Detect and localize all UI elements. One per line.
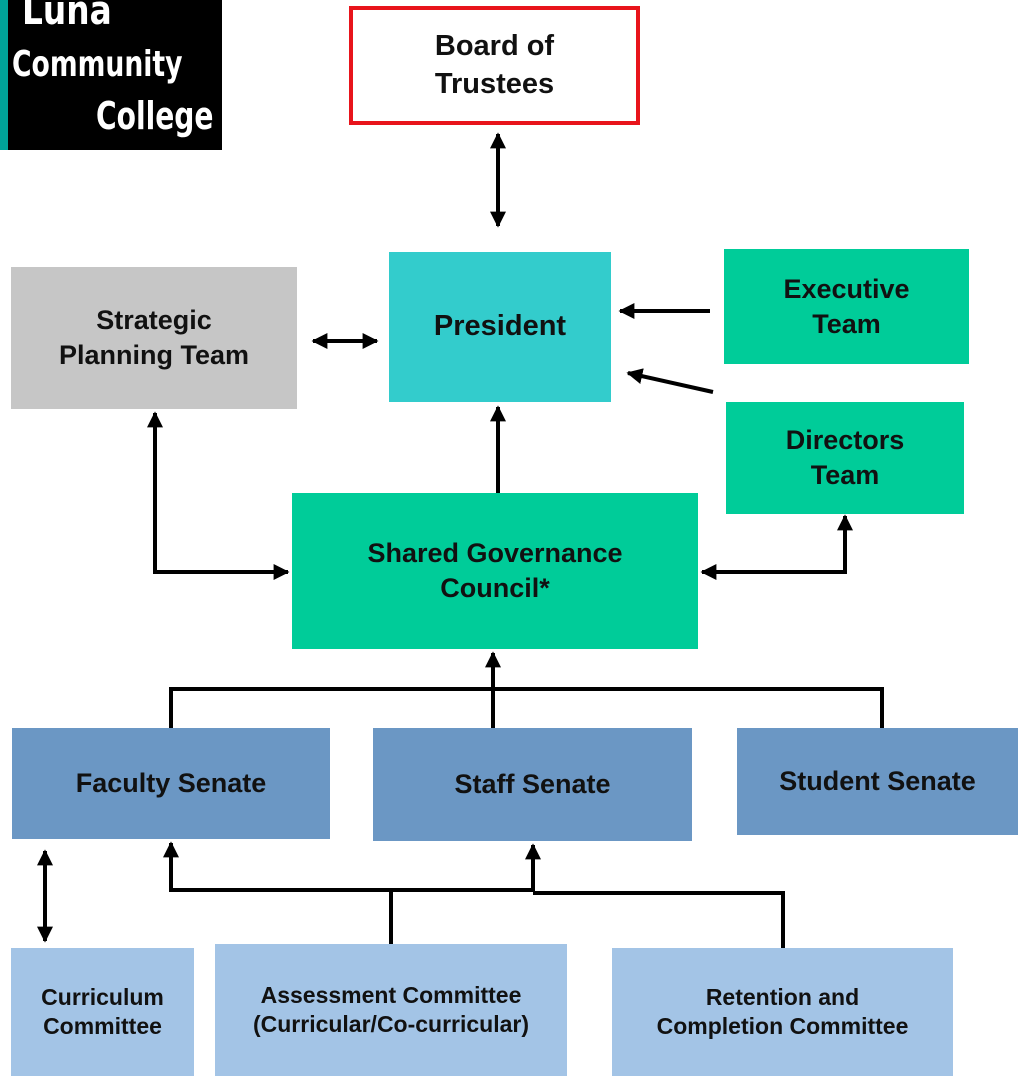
- shared-governance-council-box: Shared Governance Council*: [292, 493, 698, 649]
- assessment-committee-box: Assessment Committee (Curricular/Co-curr…: [215, 944, 567, 1076]
- strategic-planning-team-label: Strategic Planning Team: [58, 305, 250, 370]
- directors-team-box: Directors Team: [726, 402, 964, 514]
- logo-accent-bar: [0, 0, 8, 150]
- board-of-trustees-box: Board of Trustees: [349, 6, 640, 125]
- assessment-committee-label: Assessment Committee (Curricular/Co-curr…: [252, 981, 530, 1037]
- retention-completion-committee-label: Retention and Completion Committee: [656, 983, 909, 1039]
- board-of-trustees-label: Board of Trustees: [434, 30, 555, 100]
- president-box: President: [389, 252, 611, 402]
- logo-line-2: Community: [12, 44, 183, 85]
- arrow-assessment-staff: [391, 843, 541, 892]
- strategic-planning-team-box: Strategic Planning Team: [11, 267, 297, 409]
- senate-bus-line: [169, 687, 884, 728]
- faculty-senate-box: Faculty Senate: [12, 728, 330, 839]
- faculty-senate-label: Faculty Senate: [75, 768, 267, 799]
- curriculum-committee-label: Curriculum Committee: [41, 983, 164, 1039]
- retention-completion-committee-box: Retention and Completion Committee: [612, 948, 953, 1076]
- arrow-strategic-sgc: [147, 411, 290, 580]
- staff-senate-box: Staff Senate: [373, 728, 692, 841]
- student-senate-label: Student Senate: [779, 766, 976, 797]
- student-senate-box: Student Senate: [737, 728, 1018, 835]
- shared-governance-council-label: Shared Governance Council*: [367, 538, 623, 603]
- executive-team-box: Executive Team: [724, 249, 969, 364]
- arrow-directors-president: [626, 368, 714, 394]
- curriculum-committee-box: Curriculum Committee: [11, 948, 194, 1076]
- arrow-assessment-faculty: [163, 841, 393, 944]
- staff-senate-label: Staff Senate: [454, 769, 611, 800]
- president-label: President: [433, 310, 567, 343]
- retention-connector: [533, 891, 785, 948]
- directors-team-label: Directors Team: [785, 425, 905, 490]
- executive-team-label: Executive Team: [783, 273, 910, 339]
- logo-line-1: Luna: [22, 0, 112, 34]
- college-logo: Luna Community College: [0, 0, 222, 150]
- arrow-sgc-directors: [700, 514, 853, 580]
- logo-line-3: College: [96, 94, 214, 138]
